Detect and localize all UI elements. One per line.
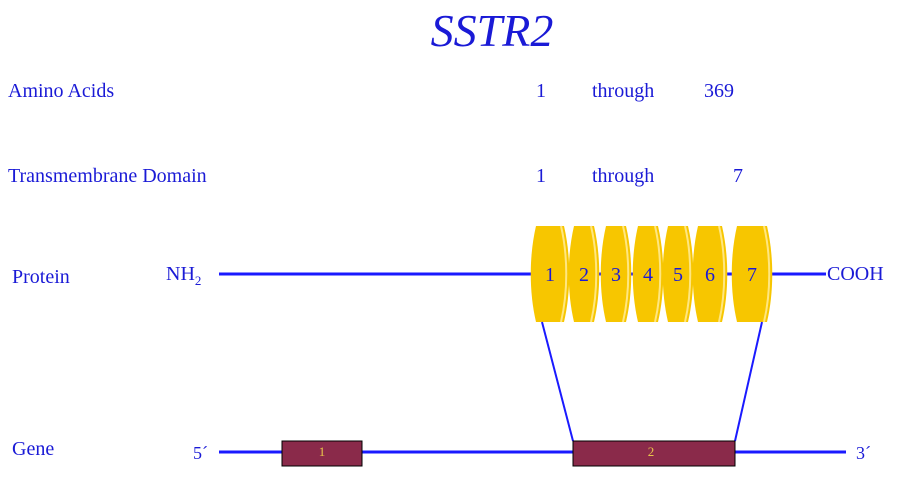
- domain-6-highlight: [718, 225, 726, 323]
- domain-1-highlight: [560, 225, 568, 323]
- exon-2-label: 2: [648, 444, 655, 459]
- amino-acids-through: through: [592, 80, 654, 102]
- domain-1-cylinder: [530, 226, 570, 322]
- five-prime-label: 5´: [193, 443, 208, 463]
- transmembrane-end: 7: [733, 165, 743, 187]
- transmembrane-through: through: [592, 165, 654, 187]
- domain-6-label: 6: [705, 264, 715, 286]
- exon-1: [281, 440, 363, 467]
- projection-line-right: [734, 321, 763, 442]
- domain-3-highlight: [622, 225, 630, 323]
- domain-2-highlight: [590, 225, 598, 323]
- gene-label: Gene: [12, 438, 54, 460]
- domain-4-label: 4: [643, 264, 653, 286]
- n-terminus-label: NH2: [166, 263, 201, 288]
- exon-1-label: 1: [319, 444, 326, 459]
- domain-5-label: 5: [673, 264, 683, 286]
- amino-acids-label: Amino Acids: [8, 80, 114, 102]
- domain-6-cylinder: [692, 226, 728, 322]
- three-prime-label: 3´: [856, 443, 871, 463]
- c-terminus-label: COOH: [827, 263, 884, 285]
- exon-2: [572, 440, 736, 467]
- transmembrane-label: Transmembrane Domain: [8, 165, 207, 187]
- domain-5-highlight: [684, 225, 692, 323]
- domain-2-cylinder: [568, 226, 600, 322]
- n-terminus-text: NH: [166, 263, 195, 285]
- projection-line-left: [541, 321, 574, 442]
- domain-3-label: 3: [611, 264, 621, 286]
- domain-4-cylinder: [632, 226, 664, 322]
- amino-acids-end: 369: [704, 80, 734, 102]
- protein-label: Protein: [12, 266, 70, 288]
- domain-1-label: 1: [545, 264, 555, 286]
- diagram-title: SSTR2: [431, 5, 554, 56]
- transmembrane-start: 1: [536, 165, 546, 187]
- domain-5-cylinder: [662, 226, 694, 322]
- domain-4-highlight: [654, 225, 662, 323]
- n-terminus-subscript: 2: [195, 273, 202, 288]
- domain-7-highlight: [763, 225, 771, 323]
- domain-7-label: 7: [747, 264, 757, 286]
- domain-2-label: 2: [579, 264, 589, 286]
- domain-7-cylinder: [731, 226, 773, 322]
- domain-3-cylinder: [600, 226, 632, 322]
- amino-acids-start: 1: [536, 80, 546, 102]
